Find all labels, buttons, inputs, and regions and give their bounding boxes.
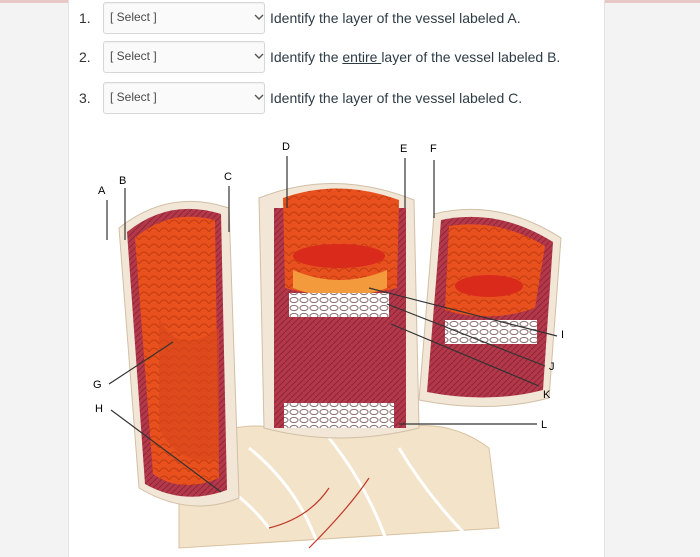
pointer-j bbox=[386, 303, 546, 367]
label-f: F bbox=[430, 143, 437, 155]
question-prompt: Identify the layer of the vessel labeled… bbox=[270, 10, 521, 26]
question-number: 2. bbox=[79, 49, 91, 65]
blood-vessel-diagram: A B C D E F G H I J K L bbox=[93, 141, 564, 549]
question-1: 1. [ Select ] Identify the layer of the … bbox=[79, 2, 599, 34]
label-j: J bbox=[549, 361, 555, 373]
label-b: B bbox=[119, 175, 126, 187]
select-value: [ Select ] bbox=[110, 49, 157, 63]
answer-select-1[interactable]: [ Select ] bbox=[103, 2, 265, 34]
chevron-down-icon bbox=[254, 14, 264, 20]
prompt-emphasis: entire bbox=[342, 49, 382, 65]
label-g: G bbox=[93, 379, 102, 391]
select-value: [ Select ] bbox=[110, 90, 157, 104]
question-number: 1. bbox=[79, 10, 91, 26]
chevron-down-icon bbox=[254, 53, 264, 59]
label-a: A bbox=[98, 185, 106, 197]
label-e: E bbox=[400, 143, 407, 155]
question-2: 2. [ Select ] Identify the entire layer … bbox=[79, 41, 599, 73]
pointer-i bbox=[368, 287, 558, 337]
answer-select-2[interactable]: [ Select ] bbox=[103, 41, 265, 73]
quiz-card: 1. [ Select ] Identify the layer of the … bbox=[68, 0, 605, 557]
label-c: C bbox=[224, 171, 232, 183]
label-l: L bbox=[541, 419, 547, 431]
pointer-k bbox=[390, 323, 540, 387]
chevron-down-icon bbox=[254, 94, 264, 100]
pointer-h bbox=[110, 409, 222, 493]
question-3: 3. [ Select ] Identify the layer of the … bbox=[79, 82, 599, 114]
question-prompt: Identify the layer of the vessel labeled… bbox=[270, 90, 523, 106]
answer-select-3[interactable]: [ Select ] bbox=[103, 82, 265, 114]
question-number: 3. bbox=[79, 90, 91, 106]
label-i: I bbox=[561, 329, 564, 341]
select-value: [ Select ] bbox=[110, 10, 157, 24]
label-k: K bbox=[543, 389, 551, 401]
label-d: D bbox=[282, 141, 290, 153]
prompt-start: Identify the bbox=[270, 49, 343, 65]
pointer-g bbox=[108, 341, 174, 385]
prompt-end: layer of the vessel labeled B. bbox=[381, 49, 561, 65]
label-h: H bbox=[95, 403, 103, 415]
question-prompt: Identify the entire layer of the vessel … bbox=[270, 49, 560, 65]
